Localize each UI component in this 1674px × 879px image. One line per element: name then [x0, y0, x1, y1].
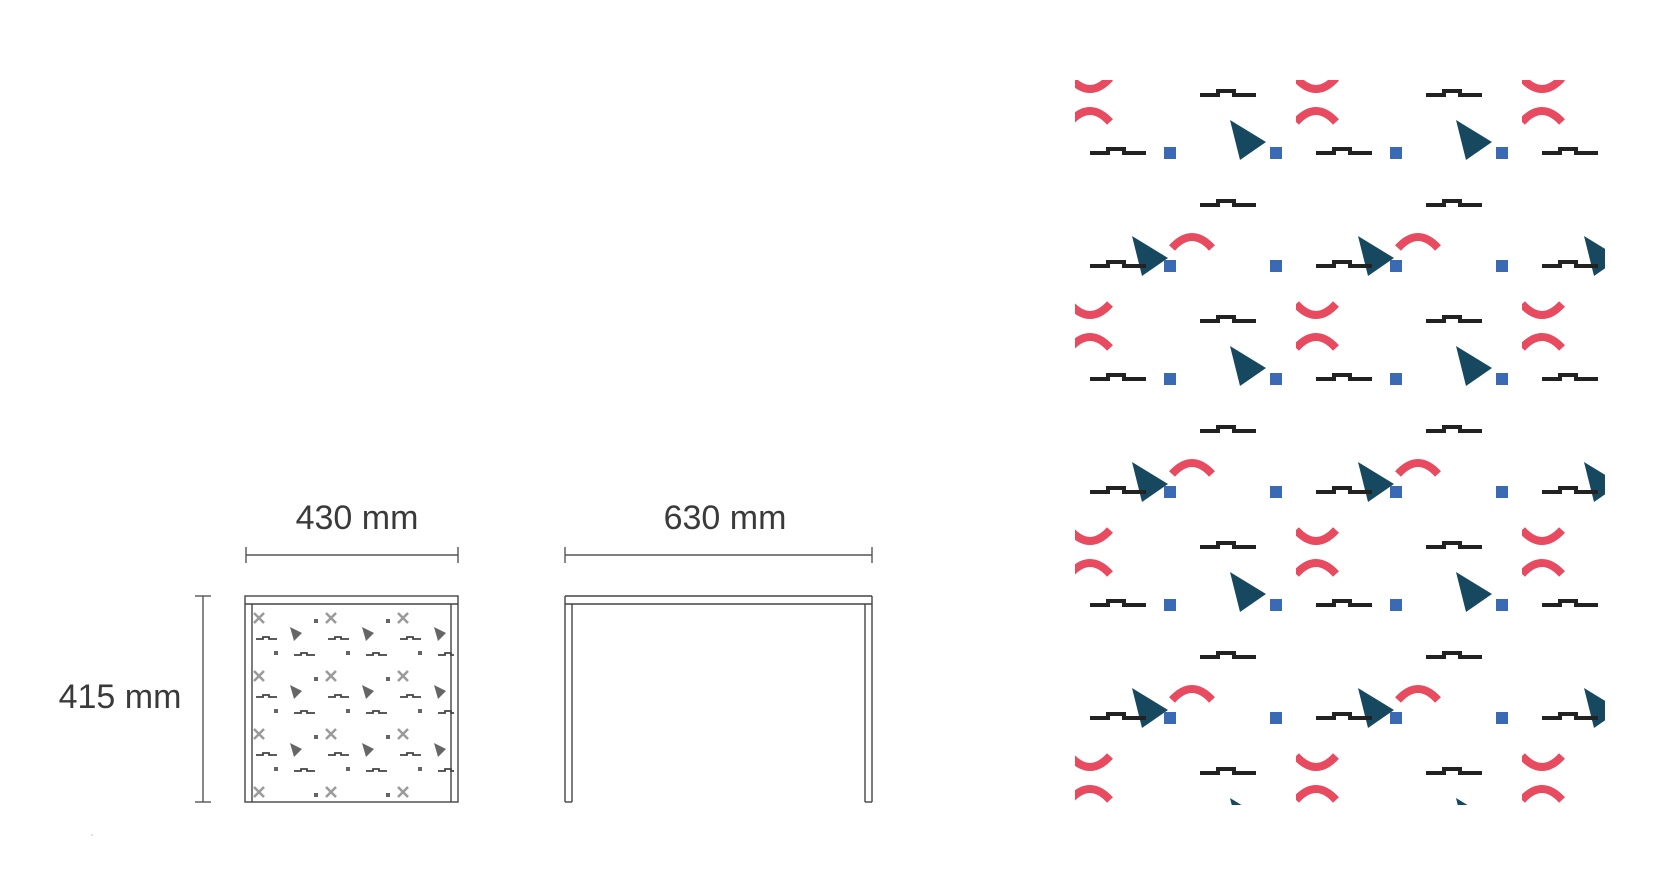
width-dimension-line	[245, 547, 459, 563]
height-dimension-line	[195, 595, 211, 803]
width-label: 430 mm	[296, 499, 419, 537]
pattern-swatch	[1075, 80, 1605, 805]
side-view	[564, 595, 873, 803]
stray-dot	[91, 834, 93, 836]
length-label: 630 mm	[664, 499, 787, 537]
length-dimension-line	[564, 547, 873, 563]
height-label: 415 mm	[59, 678, 182, 716]
front-view	[244, 595, 459, 803]
